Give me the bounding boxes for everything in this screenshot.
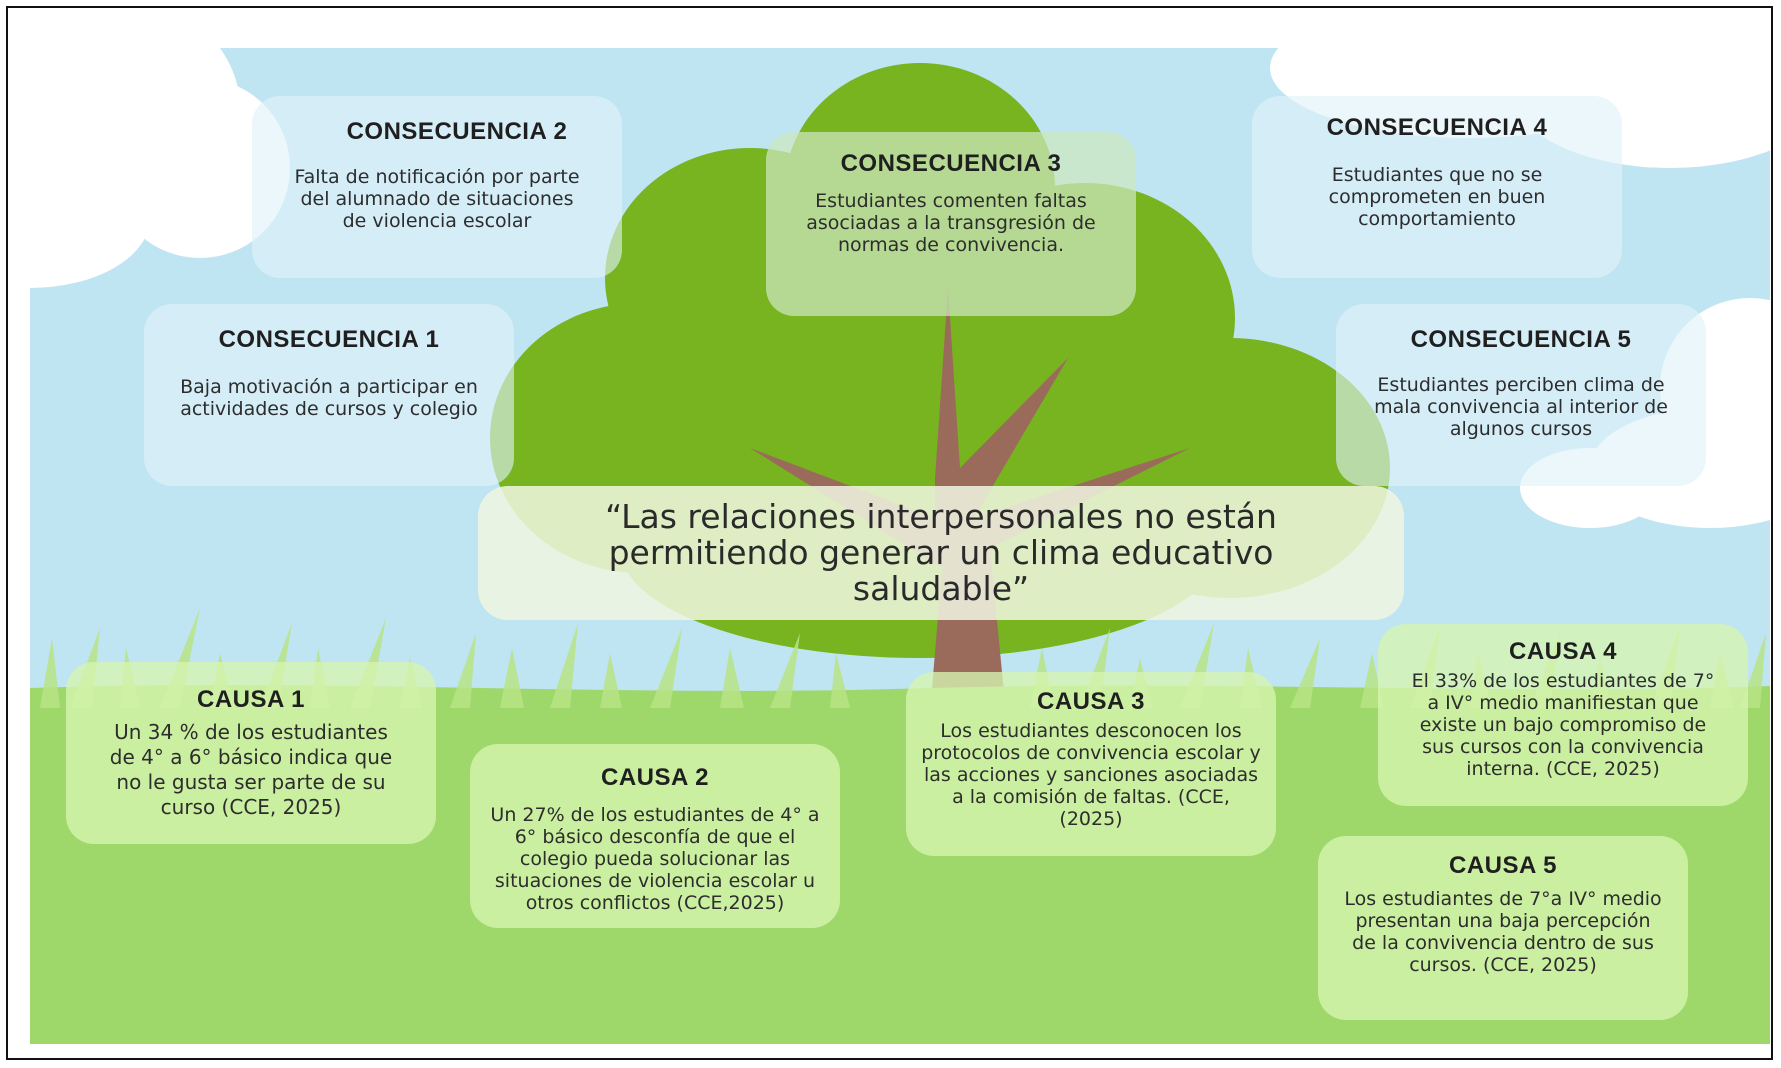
consecuencia-3-text: Estudiantes comenten faltas asociadas a …	[806, 190, 1096, 256]
causa-3-box: CAUSA 3 Los estudiantes desconocen los p…	[906, 672, 1276, 856]
consecuencia-5-text: Estudiantes perciben clima de mala convi…	[1374, 374, 1668, 440]
causa-3-title: CAUSA 3	[1037, 688, 1145, 715]
consecuencia-3-box: CONSECUENCIA 3 Estudiantes comenten falt…	[766, 132, 1136, 316]
problem-tree-scene: CONSECUENCIA 1 Baja motivación a partici…	[30, 48, 1770, 1044]
causa-4-box: CAUSA 4 El 33% de los estudiantes de 7° …	[1378, 624, 1748, 806]
central-problem-box: “Las relaciones interpersonales no están…	[478, 486, 1404, 620]
consecuencia-2-title: CONSECUENCIA 2	[346, 118, 568, 145]
causa-1-box: CAUSA 1 Un 34 % de los estudiantes de 4°…	[66, 662, 436, 844]
causa-2-box: CAUSA 2 Un 27% de los estudiantes de 4° …	[470, 744, 840, 928]
causa-4-text: El 33% de los estudiantes de 7° a IV° me…	[1411, 670, 1715, 780]
causa-1-title: CAUSA 1	[197, 686, 305, 713]
causa-4-title: CAUSA 4	[1509, 638, 1617, 665]
consecuencia-4-box: CONSECUENCIA 4 Estudiantes que no se com…	[1252, 96, 1622, 278]
consecuencia-3-title: CONSECUENCIA 3	[840, 150, 1062, 177]
consecuencia-4-title: CONSECUENCIA 4	[1326, 114, 1548, 141]
consecuencia-2-text: Falta de notificación por parte del alum…	[294, 166, 580, 232]
causa-5-title: CAUSA 5	[1449, 852, 1557, 879]
consecuencia-2-box: CONSECUENCIA 2 Falta de notificación por…	[252, 96, 622, 278]
causa-2-title: CAUSA 2	[601, 764, 709, 791]
consecuencia-5-title: CONSECUENCIA 5	[1410, 326, 1632, 353]
consecuencia-5-box: CONSECUENCIA 5 Estudiantes perciben clim…	[1336, 304, 1706, 486]
consecuencia-1-box: CONSECUENCIA 1 Baja motivación a partici…	[144, 304, 514, 486]
causa-2-text: Un 27% de los estudiantes de 4° a 6° bás…	[490, 804, 820, 914]
diagram-frame: CONSECUENCIA 1 Baja motivación a partici…	[6, 6, 1773, 1060]
consecuencia-1-title: CONSECUENCIA 1	[218, 326, 440, 353]
causa-5-box: CAUSA 5 Los estudiantes de 7°a IV° medio…	[1318, 836, 1688, 1020]
consecuencia-1-text: Baja motivación a participar en activida…	[180, 376, 478, 420]
consecuencia-4-text: Estudiantes que no se comprometen en bue…	[1328, 164, 1546, 230]
central-problem-text: “Las relaciones interpersonales no están…	[605, 497, 1277, 608]
causa-3-text: Los estudiantes desconocen los protocolo…	[921, 720, 1261, 830]
causa-1-text: Un 34 % de los estudiantes de 4° a 6° bá…	[109, 720, 393, 819]
causa-5-text: Los estudiantes de 7°a IV° medio present…	[1344, 888, 1662, 976]
